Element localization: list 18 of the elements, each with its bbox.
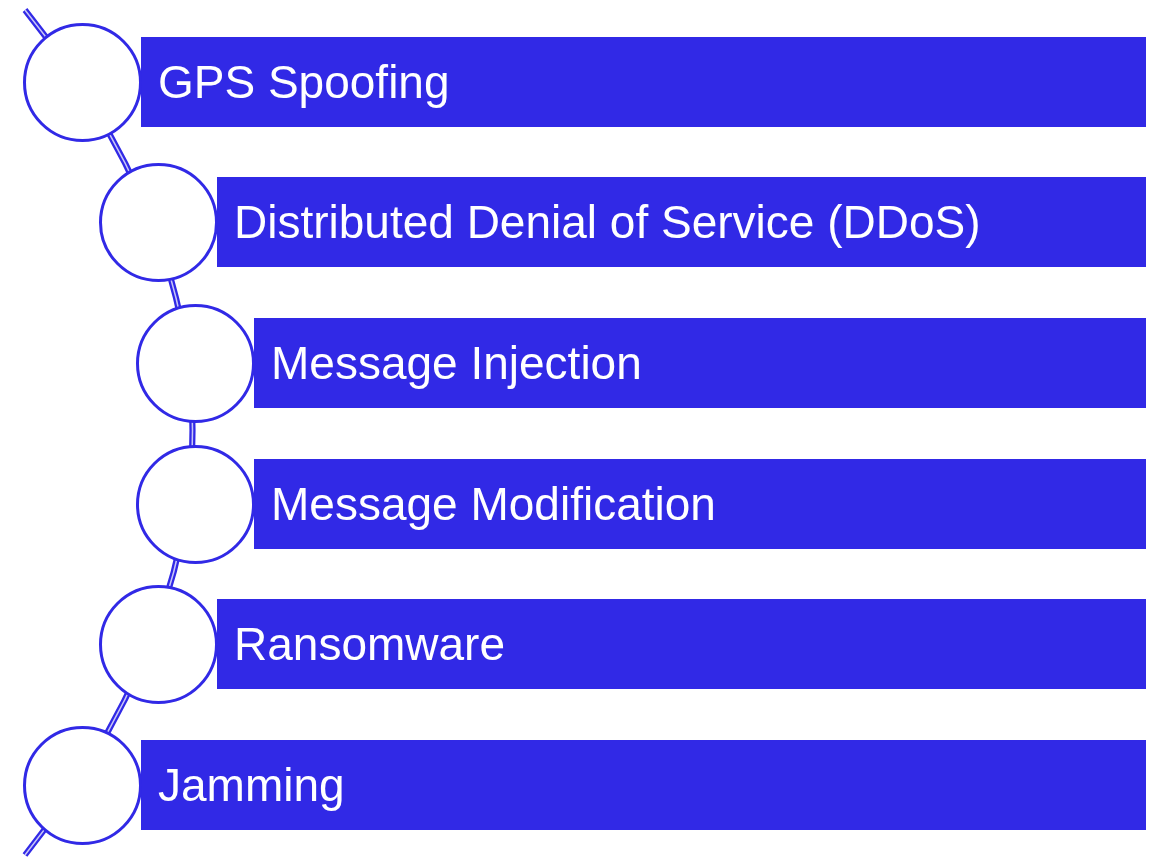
circle-marker bbox=[98, 162, 218, 282]
circle-marker bbox=[135, 444, 255, 564]
list-bar bbox=[141, 740, 1146, 830]
item-label: Distributed Denial of Service (DDoS) bbox=[234, 195, 981, 249]
list-bar bbox=[141, 37, 1146, 127]
list-bar bbox=[254, 459, 1146, 549]
list-bar bbox=[217, 599, 1146, 689]
item-label: Message Modification bbox=[271, 477, 716, 531]
circle-marker bbox=[22, 22, 142, 142]
list-bar bbox=[254, 318, 1146, 408]
circle-marker bbox=[22, 725, 142, 845]
circle-marker bbox=[135, 303, 255, 423]
item-label: GPS Spoofing bbox=[158, 55, 450, 109]
list-bar bbox=[217, 177, 1146, 267]
item-label: Ransomware bbox=[234, 617, 505, 671]
circle-marker bbox=[98, 584, 218, 704]
item-label: Jamming bbox=[158, 758, 345, 812]
item-label: Message Injection bbox=[271, 336, 642, 390]
